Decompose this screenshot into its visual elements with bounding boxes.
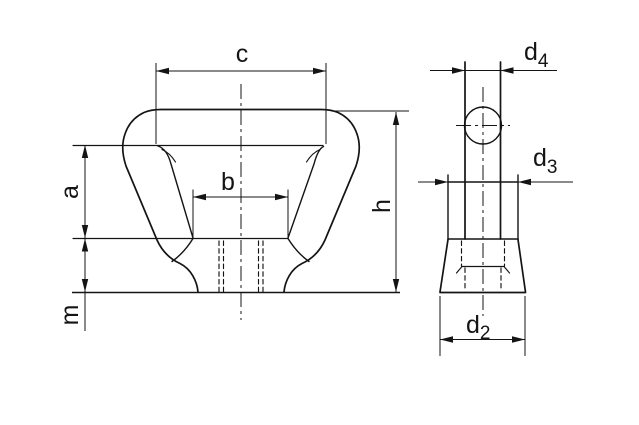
- dim-m-arrowheads: [81, 238, 89, 292]
- dim-d2: d2: [439, 296, 526, 356]
- side-view: d4 d3 d2: [418, 38, 573, 356]
- front-inner-corner-fillets: [161, 148, 321, 163]
- dim-label-b: b: [221, 168, 235, 196]
- dim-label-d4: d4: [524, 38, 549, 72]
- front-body: [72, 84, 400, 320]
- side-flange-edges: [447, 174, 519, 241]
- dim-label-m: m: [56, 305, 84, 326]
- dim-label-c: c: [236, 40, 249, 68]
- dim-d4-arrowheads: [452, 67, 514, 74]
- dim-label-h: h: [368, 199, 396, 213]
- side-hidden-thread-lines: [460, 240, 506, 292]
- front-hidden-thread-lines: [218, 240, 264, 293]
- side-thread-relief-edge: [455, 265, 511, 274]
- front-view: c b a m h: [56, 40, 409, 331]
- dim-label-a: a: [56, 185, 84, 199]
- front-outer-contour: [121, 108, 361, 293]
- dim-label-d3: d3: [533, 144, 557, 178]
- dim-c: c: [155, 40, 327, 144]
- side-base-cone: [439, 238, 527, 294]
- dim-label-d2: d2: [466, 311, 490, 344]
- dim-d3: d3: [418, 144, 573, 186]
- front-base-transition-curves: [171, 237, 310, 263]
- dim-d4: d4: [430, 38, 557, 74]
- front-inner-opening-edges: [157, 145, 325, 239]
- dim-d2-extension-lines: [439, 296, 526, 356]
- dim-b-extension-lines: [192, 189, 289, 237]
- dim-h: h: [331, 110, 409, 292]
- side-shank-edges: [464, 61, 502, 240]
- dim-c-extension-lines: [155, 63, 327, 144]
- side-body: [439, 61, 527, 316]
- dim-b: b: [192, 168, 289, 237]
- dim-a-m: a m: [56, 145, 89, 331]
